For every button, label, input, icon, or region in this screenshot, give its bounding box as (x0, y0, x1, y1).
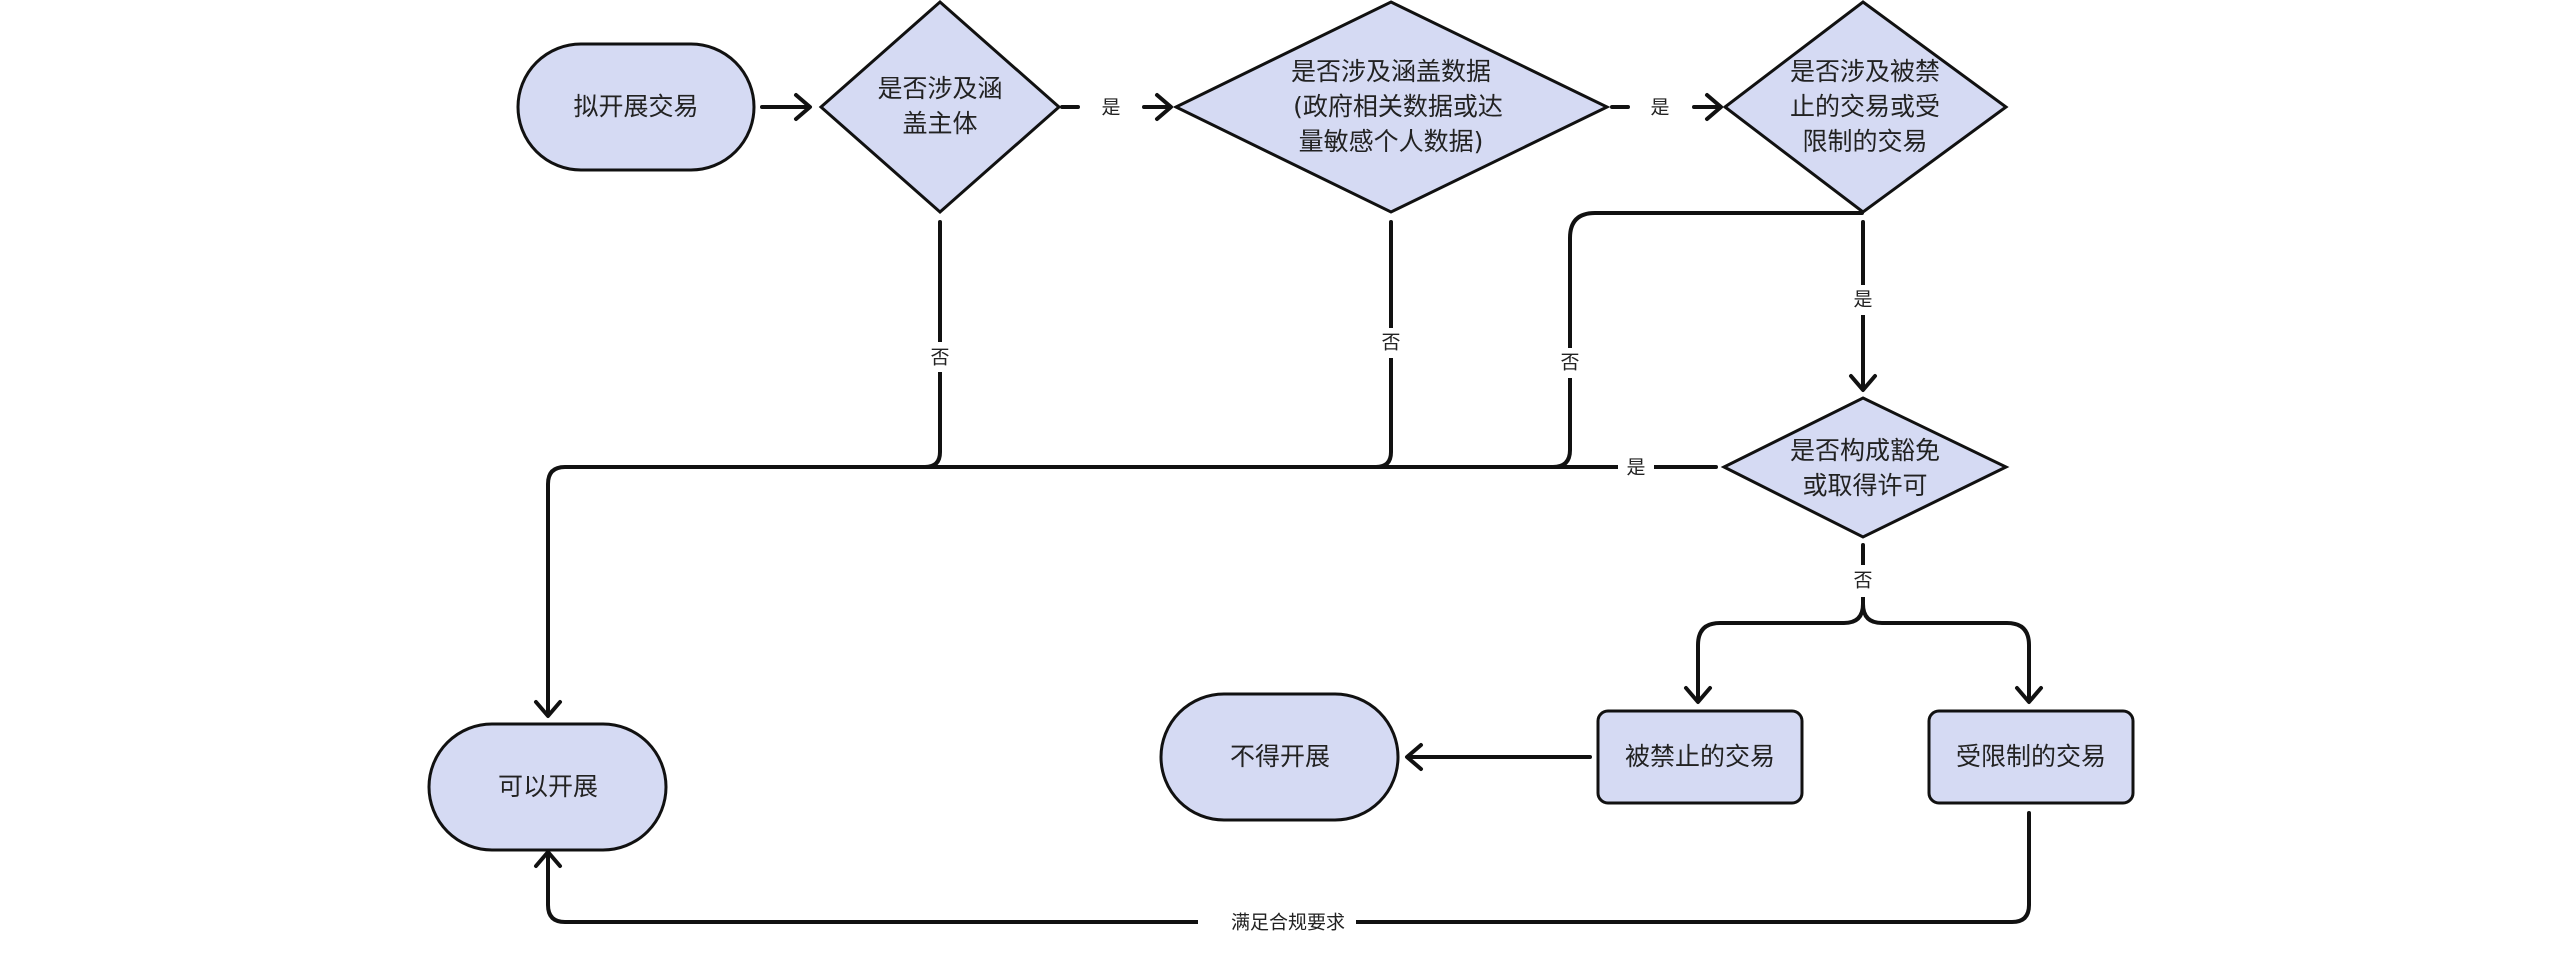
arrowhead-compliance (534, 850, 562, 868)
edge-label-q2-yes: 是 (1650, 97, 1669, 119)
node-restricted-label: 受限制的交易 (1956, 742, 2106, 771)
edge-split-restricted (1861, 602, 2031, 702)
node-q2-line-1: 是否涉及涵盖数据 (1291, 57, 1491, 86)
node-q1-line-2: 盖主体 (902, 109, 977, 138)
node-q2-covered-data[interactable]: 是否涉及涵盖数据 (政府相关数据或达 量敏感个人数据) (1172, 0, 1611, 214)
node-q3-line-2: 止的交易或受 (1790, 92, 1940, 121)
node-restricted-transaction[interactable]: 受限制的交易 (1927, 709, 2135, 805)
node-q4-exemption-license[interactable]: 是否构成豁免 或取得许可 (1720, 396, 2010, 539)
edge-label-q3-no: 否 (1560, 352, 1579, 374)
edge-q1-no (923, 220, 942, 469)
node-q1-line-1: 是否涉及涵 (877, 74, 1002, 103)
node-prohibited-transaction[interactable]: 被禁止的交易 (1596, 709, 1804, 805)
node-q3-prohibited-restricted[interactable]: 是否涉及被禁 止的交易或受 限制的交易 (1722, 0, 2009, 214)
edge-label-q4-no: 否 (1853, 570, 1872, 592)
edge-label-q2-no: 否 (1381, 332, 1400, 354)
arrowhead-to-restricted (2015, 686, 2043, 704)
node-q2-line-3: 量敏感个人数据) (1299, 127, 1484, 156)
edge-q2-no (1374, 220, 1393, 469)
edge-compliance (546, 811, 2031, 924)
edge-label-compliance: 满足合规要求 (1231, 912, 1345, 934)
edge-merge-to-can (546, 465, 1562, 717)
node-q4-line-1: 是否构成豁免 (1790, 436, 1940, 465)
edge-label-q4-yes: 是 (1626, 457, 1645, 479)
edge-split-prohibited (1696, 602, 1865, 702)
arrowhead-to-can (534, 700, 562, 718)
arrowhead-to-cannot (1405, 743, 1423, 771)
node-prohibited-label: 被禁止的交易 (1625, 742, 1775, 771)
arrowhead-q3-q4 (1849, 374, 1877, 392)
edge-label-q1-no: 否 (930, 347, 949, 369)
node-start[interactable]: 拟开展交易 (516, 42, 756, 172)
edge-label-q3-yes: 是 (1853, 289, 1872, 311)
node-q3-line-3: 限制的交易 (1802, 127, 1927, 156)
node-q4-line-2: 或取得许可 (1802, 471, 1927, 500)
arrowhead-q2-q3 (1705, 93, 1723, 121)
node-start-label: 拟开展交易 (573, 92, 698, 121)
node-can-proceed[interactable]: 可以开展 (427, 722, 668, 852)
node-can-label: 可以开展 (498, 772, 598, 801)
node-cannot-label: 不得开展 (1230, 742, 1330, 771)
arrowhead-to-prohibited (1684, 686, 1712, 704)
edge-label-q1-yes: 是 (1101, 97, 1120, 119)
node-q3-line-1: 是否涉及被禁 (1790, 57, 1940, 86)
node-q1-covered-entity[interactable]: 是否涉及涵 盖主体 (818, 0, 1062, 215)
arrowhead-start-q1 (794, 93, 812, 121)
node-q2-line-2: (政府相关数据或达 (1293, 92, 1503, 121)
node-cannot-proceed[interactable]: 不得开展 (1159, 692, 1400, 822)
